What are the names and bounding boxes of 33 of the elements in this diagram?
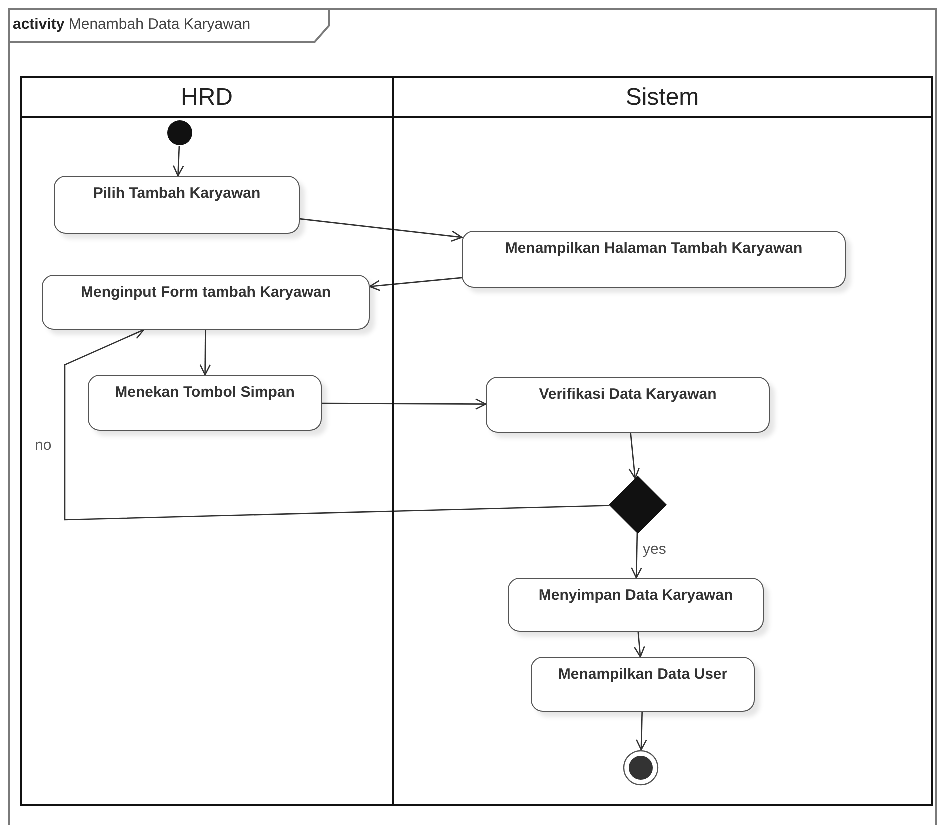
activity-frame: [8, 8, 937, 825]
action-label: Verifikasi Data Karyawan: [539, 386, 717, 403]
arrow: [634, 632, 646, 658]
action-box: [54, 176, 300, 234]
lane-header: Sistem: [626, 84, 700, 112]
swimlane: [20, 76, 394, 806]
action-label: Menyimpan Data Karyawan: [538, 587, 734, 604]
final-node: [623, 750, 659, 786]
action-box: [508, 578, 764, 632]
action-box: [42, 275, 370, 330]
action-box: [486, 377, 770, 433]
arrow: [172, 146, 184, 177]
lane-header: HRD: [181, 84, 233, 112]
arrow: [631, 533, 642, 579]
frame-title: activity Menambah Data Karyawan: [13, 16, 251, 33]
arrow: [64, 328, 610, 521]
action-label: Menampilkan Data User: [558, 666, 728, 683]
arrow: [636, 712, 648, 751]
action-box: [462, 231, 846, 288]
start-node: [167, 120, 193, 146]
action-label: Pilih Tambah Karyawan: [93, 185, 261, 202]
arrow: [369, 277, 462, 292]
action-label: Menampilkan Halaman Tambah Karyawan: [505, 240, 803, 257]
action-label: Menginput Form tambah Karyawan: [80, 284, 332, 301]
arrow: [300, 218, 463, 242]
decision-diamond: [609, 476, 667, 534]
arrow: [200, 330, 212, 376]
action-label: Menekan Tombol Simpan: [115, 384, 295, 401]
arrow: [322, 398, 487, 410]
action-box: [88, 375, 322, 431]
swimlane: [394, 76, 933, 806]
action-box: [531, 657, 755, 712]
arrow: [628, 432, 640, 480]
